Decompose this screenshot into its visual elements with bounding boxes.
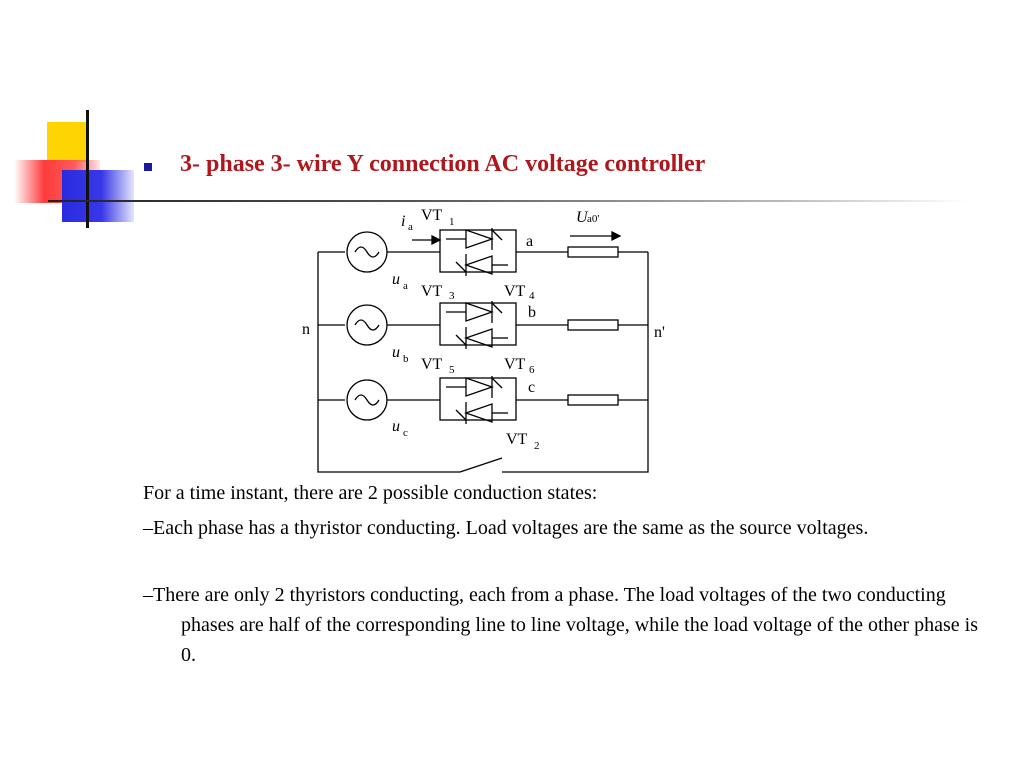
vt2-label: VT xyxy=(506,431,528,448)
current-sub: a xyxy=(408,221,413,233)
vt4-label: VT xyxy=(504,283,526,300)
load-a xyxy=(567,246,619,258)
vt3-sub: 3 xyxy=(449,290,455,302)
load-neutral-label: n' xyxy=(654,324,665,341)
vt4-sub: 4 xyxy=(529,290,535,302)
vt6-sub: 6 xyxy=(529,364,535,376)
phase-a-branch xyxy=(346,228,648,276)
phase-b-branch xyxy=(346,301,648,349)
phase-c-label: c xyxy=(528,379,535,396)
list-item-2: –There are only 2 thyristors conducting,… xyxy=(143,580,993,670)
load-b xyxy=(567,319,619,331)
voltage-arrow xyxy=(570,230,622,242)
vt5-sub: 5 xyxy=(449,364,455,376)
vt3-label: VT xyxy=(421,283,443,300)
list-item-1-text: Each phase has a thyristor conducting. L… xyxy=(153,517,869,539)
ub-sub: b xyxy=(403,353,409,365)
phase-a-label: a xyxy=(526,233,533,250)
vt1-sub: 1 xyxy=(449,216,455,228)
vt5-label: VT xyxy=(421,356,443,373)
current-label: i xyxy=(401,213,405,230)
neutral-wiring xyxy=(317,251,649,473)
load-voltage-label: U xyxy=(576,209,589,226)
neutral-label: n xyxy=(302,321,310,338)
ua-sub: a xyxy=(403,280,408,292)
intro-text: For a time instant, there are 2 possible… xyxy=(143,482,598,504)
uc-label: u xyxy=(392,418,400,435)
title-bullet xyxy=(144,163,152,171)
uc-sub: c xyxy=(403,427,408,439)
current-arrow xyxy=(412,234,442,246)
decorative-vertical-line xyxy=(86,110,89,228)
load-voltage-sub: a0' xyxy=(587,213,599,225)
list-item-1: –Each phase has a thyristor conducting. … xyxy=(143,513,993,543)
decorative-yellow-square xyxy=(47,122,89,162)
circuit-diagram: i a U a0' VT 1 VT 3 VT 4 VT 5 VT 6 VT 2 … xyxy=(302,207,665,473)
slide-title: 3- phase 3- wire Y connection AC voltage… xyxy=(180,151,706,177)
list-item-2-text: There are only 2 thyristors conducting, … xyxy=(153,584,978,666)
phase-b-label: b xyxy=(528,304,536,321)
vt1-label: VT xyxy=(421,207,443,224)
ub-label: u xyxy=(392,344,400,361)
decorative-blue-square xyxy=(62,170,134,222)
vt6-label: VT xyxy=(504,356,526,373)
vt2-sub: 2 xyxy=(534,440,540,452)
title-underline xyxy=(48,200,968,202)
list-dash-1: – xyxy=(143,517,153,539)
list-dash-2: – xyxy=(143,584,153,606)
load-c xyxy=(567,394,619,406)
ua-label: u xyxy=(392,271,400,288)
phase-c-branch xyxy=(346,376,648,424)
